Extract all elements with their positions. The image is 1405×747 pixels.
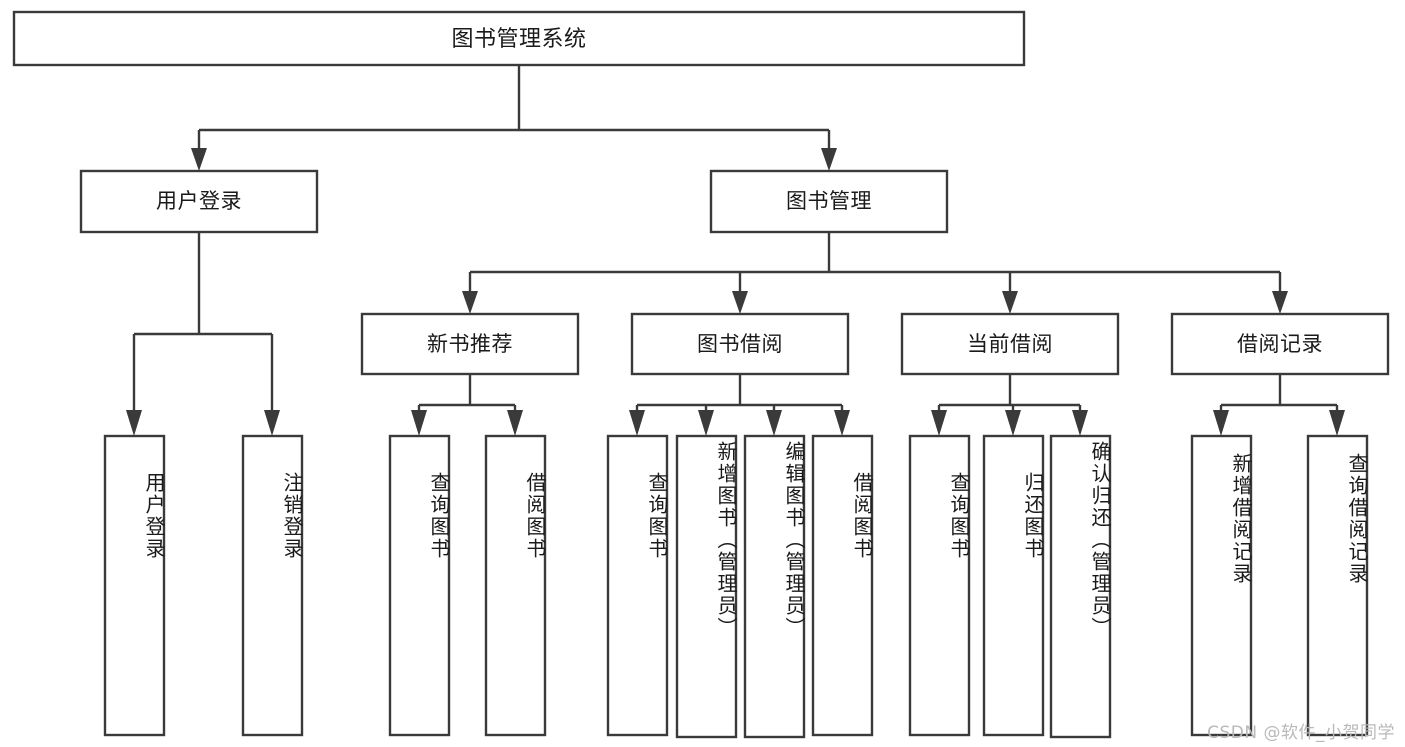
leaf-box-query-book-borrow[interactable]	[606, 434, 669, 737]
leaf-box-query-borrow-record[interactable]	[1306, 434, 1369, 737]
leaf-box-borrow-book[interactable]	[811, 434, 874, 737]
arrow-head-new-book-rec	[462, 291, 478, 314]
arrow-head-leaf-logout	[264, 410, 280, 436]
arrow-head-current-leaf-2	[1005, 410, 1021, 436]
leaf-box-logout[interactable]	[241, 434, 304, 737]
arrow-head-borrow-record	[1272, 291, 1288, 314]
node-borrow-record[interactable]: 借阅记录	[1170, 312, 1390, 376]
arrow-head-record-leaf-1	[1213, 410, 1229, 436]
node-root[interactable]: 图书管理系统	[12, 10, 1026, 67]
current-borrow-label: 当前借阅	[967, 332, 1053, 356]
node-book-management[interactable]: 图书管理	[709, 169, 949, 234]
book-borrow-box[interactable]	[630, 312, 850, 376]
current-borrow-box[interactable]	[900, 312, 1120, 376]
leaf-box-query-book-newbook[interactable]	[388, 434, 451, 737]
csdn-watermark: CSDN @软件_小贺同学	[1207, 723, 1395, 743]
arrow-head-newbook-leaf-1	[411, 410, 427, 436]
node-current-borrow[interactable]: 当前借阅	[900, 312, 1120, 376]
new-book-recommend-label: 新书推荐	[427, 332, 513, 356]
leaf-box-query-book-current[interactable]	[908, 434, 971, 737]
arrow-head-borrow-leaf-4	[834, 410, 850, 436]
leaf-box-return-book[interactable]	[982, 434, 1045, 737]
arrow-head-newbook-leaf-2	[507, 410, 523, 436]
node-user-login[interactable]: 用户登录	[79, 169, 319, 234]
arrow-head-book-mgmt	[821, 148, 837, 171]
root-box[interactable]	[12, 10, 1026, 67]
arrow-head-record-leaf-2	[1329, 410, 1345, 436]
arrow-head-borrow-leaf-1	[629, 410, 645, 436]
node-new-book-recommend[interactable]: 新书推荐	[360, 312, 580, 376]
leaf-box-layer	[103, 434, 1369, 739]
leaf-box-user-login[interactable]	[103, 434, 166, 737]
arrow-head-current-borrow	[1002, 291, 1018, 314]
borrow-record-label: 借阅记录	[1237, 332, 1323, 356]
leaf-box-confirm-return-admin[interactable]	[1049, 434, 1112, 739]
root-label: 图书管理系统	[451, 27, 586, 52]
book-borrow-label: 图书借阅	[697, 332, 783, 356]
leaf-box-add-book-admin[interactable]	[675, 434, 738, 739]
leaf-box-borrow-book-newbook[interactable]	[484, 434, 547, 737]
book-management-label: 图书管理	[786, 189, 872, 213]
borrow-record-box[interactable]	[1170, 312, 1390, 376]
arrow-head-user-login	[191, 148, 207, 171]
arrow-head-borrow-leaf-3	[766, 410, 782, 436]
node-book-borrow[interactable]: 图书借阅	[630, 312, 850, 376]
user-login-label: 用户登录	[156, 189, 242, 213]
arrow-head-current-leaf-1	[931, 410, 947, 436]
arrow-head-borrow-leaf-2	[698, 410, 714, 436]
connector-layer	[126, 65, 1345, 436]
arrow-head-current-leaf-3	[1072, 410, 1088, 436]
new-book-recommend-box[interactable]	[360, 312, 580, 376]
leaf-box-edit-book-admin[interactable]	[743, 434, 806, 739]
arrow-head-leaf-user-login	[126, 410, 142, 436]
arrow-head-book-borrow	[732, 291, 748, 314]
leaf-box-add-borrow-record[interactable]	[1190, 434, 1253, 737]
user-login-box[interactable]	[79, 169, 319, 234]
book-management-box[interactable]	[709, 169, 949, 234]
